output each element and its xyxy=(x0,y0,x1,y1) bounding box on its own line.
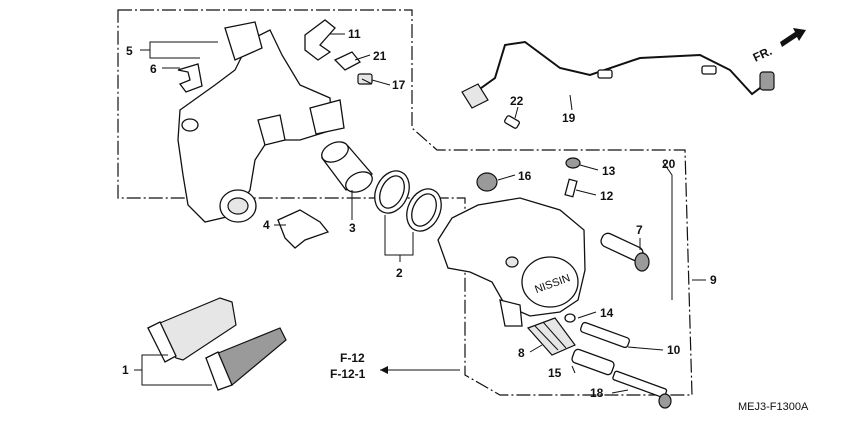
callout-15: 15 xyxy=(548,366,562,380)
slide-pin-7 xyxy=(600,232,650,272)
leader-22 xyxy=(514,106,519,119)
callout-19: 19 xyxy=(562,111,576,125)
leader-8 xyxy=(529,344,543,353)
pad-spring-clip xyxy=(177,63,203,93)
leader-17 xyxy=(371,79,391,86)
callout-1: 1 xyxy=(122,363,129,377)
callout-10: 10 xyxy=(667,343,681,357)
leader-16 xyxy=(497,174,516,181)
front-direction-arrow: FR. xyxy=(751,28,806,65)
leader-10 xyxy=(627,346,664,351)
callout-6: 6 xyxy=(150,62,157,76)
callout-18: 18 xyxy=(590,386,604,400)
leader-21 xyxy=(354,54,371,61)
reference-arrowhead xyxy=(380,366,388,374)
callout-14: 14 xyxy=(600,306,614,320)
leader-5 xyxy=(140,41,218,59)
reference-line-1: F-12 xyxy=(340,351,365,365)
front-label: FR. xyxy=(751,44,774,65)
piston-seals xyxy=(374,170,442,232)
pad-retainer xyxy=(277,209,330,249)
caliper-piston xyxy=(320,141,373,193)
callout-22: 22 xyxy=(510,94,524,108)
callout-17: 17 xyxy=(392,78,406,92)
callout-4: 4 xyxy=(263,218,270,232)
caliper-bracket xyxy=(177,21,345,223)
bolt-17 xyxy=(357,73,373,85)
callout-13: 13 xyxy=(602,164,616,178)
callout-20: 20 xyxy=(662,157,676,171)
reference-line-2: F-12-1 xyxy=(330,367,366,381)
callout-2: 2 xyxy=(396,266,403,280)
figure-code: MEJ3-F1300A xyxy=(738,401,809,413)
leader-1 xyxy=(134,354,212,386)
leader-15 xyxy=(571,365,576,374)
clip-bracket xyxy=(333,51,361,71)
brake-pads xyxy=(146,297,287,391)
pin-sleeve xyxy=(571,348,615,376)
callout-9: 9 xyxy=(710,273,717,287)
leader-20 xyxy=(662,161,673,300)
bolt-18 xyxy=(612,370,672,409)
pin-boot xyxy=(526,317,576,356)
callout-16: 16 xyxy=(518,169,532,183)
callout-21: 21 xyxy=(373,49,387,63)
assembly-boundary xyxy=(117,9,693,396)
callout-11: 11 xyxy=(348,27,361,41)
slide-pin-10 xyxy=(579,321,631,349)
bleeder-cap xyxy=(476,172,498,192)
o-ring xyxy=(564,313,576,323)
callout-3: 3 xyxy=(349,221,356,235)
leader-13 xyxy=(579,164,599,171)
speed-sensor-harness xyxy=(461,40,775,109)
callout-12: 12 xyxy=(600,189,614,203)
callout-8: 8 xyxy=(518,346,525,360)
leader-2 xyxy=(384,215,414,262)
leader-14 xyxy=(577,311,597,319)
bolt-22 xyxy=(504,115,520,129)
leader-18 xyxy=(611,389,629,394)
leader-19 xyxy=(569,94,573,111)
bleeder-screw xyxy=(564,157,581,198)
caliper-body: NISSIN xyxy=(437,197,586,327)
callout-5: 5 xyxy=(126,44,133,58)
leader-12 xyxy=(575,189,597,196)
hose-clamp xyxy=(304,19,336,61)
callout-7: 7 xyxy=(636,223,643,237)
